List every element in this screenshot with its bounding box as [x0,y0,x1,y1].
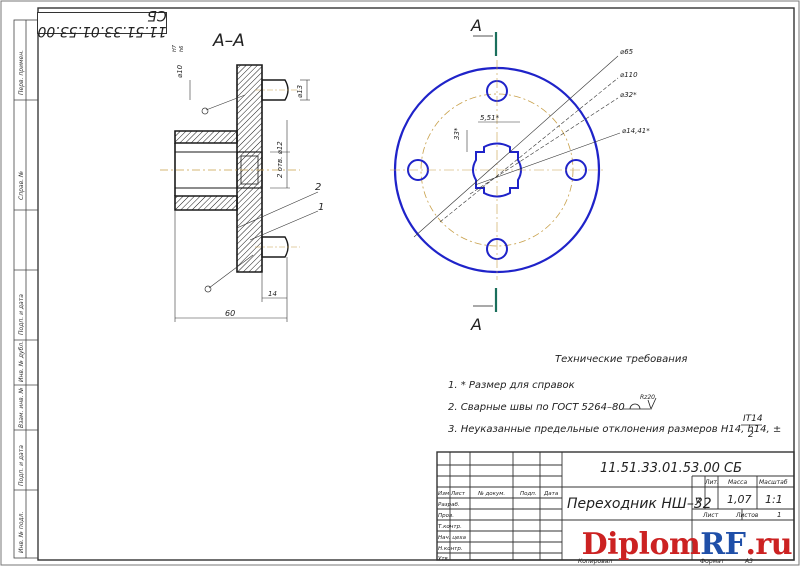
weld-symbol-icon [622,397,657,411]
fraction-numerator: IT14 [743,414,763,424]
dim-fit-bottom: h6 [179,46,185,52]
side-label-1: Перв. примен. [18,50,25,95]
rotated-drawing-code-text: 11.51.33.01.53.00 СБ [37,7,167,39]
dim-depth: 33* [453,127,461,140]
tech-title: Технические требования [555,353,687,365]
cut-mark-top: А [470,16,482,35]
lit-value: у [694,495,702,506]
col-head-date: Дата [543,491,559,497]
dim-two-holes: 2 отв. ⌀12 [276,141,284,178]
dim-fit-top: H7 [172,44,178,52]
dim-hole-diameter: ⌀10 [176,64,184,78]
lit-header: Лит. [704,479,719,486]
dim-width-14: 14 [268,290,277,298]
watermark-part-1: Diplom [581,527,701,562]
role-checker: Пров. [438,513,454,519]
mass-value: 1,07 [727,493,752,506]
dim-slot: 5,51* [480,114,500,122]
col-head-list: Лист [450,491,466,497]
rotated-drawing-code: 11.51.33.01.53.00 СБ [37,7,167,39]
side-label-4: Инв. № дубл. [18,341,25,382]
role-norm-control: Н.контр. [438,546,463,552]
tech-note-2: 2. Сварные швы по ГОСТ 5264–80 [448,402,625,413]
role-tech-control: Т.контр. [438,524,462,530]
format-label: Формат [700,558,725,565]
front-view [390,55,621,280]
side-label-6: Подп. и дата [18,445,25,486]
role-shop-head: Нач. цеха [438,535,467,541]
fraction-denominator: 2 [748,430,754,440]
watermark-part-2: RF [700,527,746,562]
tech-note-1: 1. * Размер для справок [448,380,575,391]
dim-length-60: 60 [225,309,235,318]
callout-item-1: 1 [318,202,324,213]
weld-roughness: Rz20 [640,394,655,401]
sheets-label: Листов [735,512,759,519]
col-head-sign: Подп. [520,491,537,497]
frame-border [37,7,795,561]
scale-header: Масштаб [759,479,788,486]
section-view [160,64,319,322]
dim-pin-diameter: ⌀13 [296,85,304,98]
callout-item-2: 2 [315,182,321,193]
dim-d65: ⌀65 [620,48,634,56]
title-designation: 11.51.33.01.53.00 СБ [600,461,742,476]
col-head-izm: Изм [438,491,449,497]
title-block-grid [436,451,795,561]
side-label-3: Подп. и дата [18,294,25,335]
cut-mark-bottom: А [470,315,482,334]
sheet-label: Лист [702,512,719,519]
col-head-doc: № докум. [477,491,505,497]
side-label-2: Справ. № [18,171,25,200]
side-label-5: Взам. инв. № [18,387,25,428]
role-developer: Разраб. [438,502,460,508]
copied-label: Копировал [578,558,612,565]
scale-value: 1:1 [765,493,783,506]
dim-d110: ⌀110 [620,71,638,79]
watermark-part-3: .ru [745,527,792,562]
section-label: А–А [212,31,245,51]
title-part-name: Переходник НШ–32 [567,496,712,512]
role-approver: Утв. [438,556,450,562]
side-label-7: Инв. № подл. [18,512,25,553]
format-value: А3 [744,558,753,565]
dim-d32: ⌀32* [620,91,637,99]
mass-header: Масса [728,479,747,486]
tech-note-3: 3. Неуказанные предельные отклонения раз… [448,424,781,435]
sheets-value: 1 [777,511,781,519]
dim-d14-41: ⌀14,41* [622,127,650,135]
cut-plane-marks [473,32,498,312]
side-column [13,19,39,559]
